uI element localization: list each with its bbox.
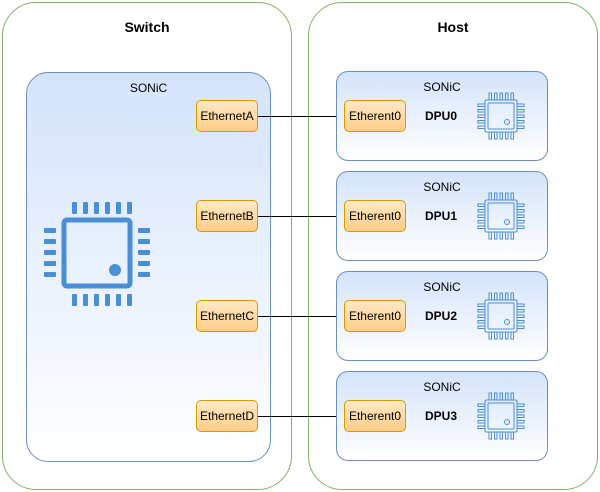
dpu2-processor-chip-icon [477, 292, 525, 340]
link-dpu0 [258, 116, 344, 117]
host-title: Host [437, 19, 469, 35]
switch-sonic-label: SONiC [129, 81, 168, 95]
dpu2-sonic-label: SONiC [423, 280, 461, 294]
dpu3-sonic-label: SONiC [423, 380, 461, 394]
link-dpu3 [258, 416, 344, 417]
link-dpu2 [258, 316, 344, 317]
switch-sonic-box: SONiC [26, 72, 271, 462]
dpu1-port[interactable]: Etherent0 [344, 200, 406, 232]
switch-port-ethernet-a[interactable]: EthernetA [196, 100, 258, 132]
dpu2-port[interactable]: Etherent0 [344, 300, 406, 332]
switch-title: Switch [124, 19, 170, 35]
switch-port-ethernet-c[interactable]: EthernetC [196, 300, 258, 332]
dpu1-sonic-label: SONiC [423, 180, 461, 194]
dpu1-processor-chip-icon [477, 192, 525, 240]
dpu0-name: DPU0 [425, 109, 458, 123]
dpu3-processor-chip-icon [477, 392, 525, 440]
dpu0-sonic-label: SONiC [423, 80, 461, 94]
dpu1-name: DPU1 [425, 209, 458, 223]
switch-port-ethernet-b[interactable]: EthernetB [196, 200, 258, 232]
dpu3-name: DPU3 [425, 409, 458, 423]
dpu0-sonic-box: SONiC [336, 71, 548, 161]
dpu3-port[interactable]: Etherent0 [344, 400, 406, 432]
dpu0-processor-chip-icon [477, 92, 525, 140]
dpu2-name: DPU2 [425, 309, 458, 323]
dpu0-port[interactable]: Etherent0 [344, 100, 406, 132]
link-dpu1 [258, 216, 344, 217]
switch-port-ethernet-d[interactable]: EthernetD [196, 400, 258, 432]
processor-chip-icon [44, 202, 150, 306]
